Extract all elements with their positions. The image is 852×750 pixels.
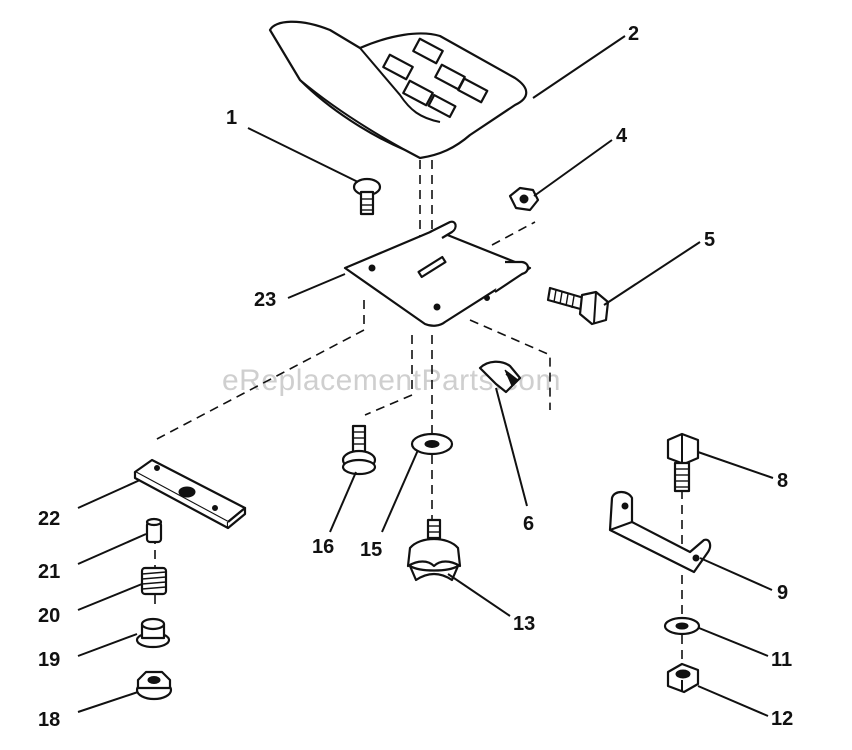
hex-bolt-part-8 bbox=[666, 432, 700, 493]
slide-rail-part-22 bbox=[133, 458, 247, 530]
callout-6: 6 bbox=[523, 513, 534, 535]
leader-lines bbox=[77, 35, 774, 717]
seat-plate-part-23 bbox=[343, 220, 532, 327]
callout-9: 9 bbox=[777, 582, 788, 604]
callout-20: 20 bbox=[38, 605, 60, 627]
clip-part-6 bbox=[478, 360, 522, 394]
carriage-bolt-part-1 bbox=[352, 177, 382, 216]
bushing-part-19 bbox=[135, 617, 171, 649]
washer-part-15 bbox=[410, 432, 454, 456]
callout-18: 18 bbox=[38, 709, 60, 731]
pin-part-21 bbox=[145, 517, 163, 544]
callout-4: 4 bbox=[616, 125, 628, 147]
callout-12: 12 bbox=[771, 708, 793, 730]
callout-2: 2 bbox=[628, 23, 639, 45]
assembly-dashed-lines bbox=[154, 160, 683, 665]
callout-23: 23 bbox=[254, 289, 276, 311]
callout-labels: 1 2 4 5 23 6 8 9 11 12 13 15 16 18 19 20… bbox=[38, 23, 793, 731]
spring-part-20 bbox=[140, 566, 168, 596]
callout-16: 16 bbox=[312, 536, 334, 558]
callout-11: 11 bbox=[771, 649, 792, 671]
washer-part-11 bbox=[663, 616, 701, 636]
callout-19: 19 bbox=[38, 649, 60, 671]
callout-21: 21 bbox=[38, 561, 60, 583]
locknut-part-12 bbox=[666, 662, 700, 694]
bracket-part-9 bbox=[608, 490, 712, 574]
callout-13: 13 bbox=[513, 613, 535, 635]
nut-part-4 bbox=[508, 186, 540, 212]
callout-8: 8 bbox=[777, 470, 788, 492]
nut-part-18 bbox=[135, 670, 173, 701]
seat-part bbox=[268, 20, 528, 160]
callout-5: 5 bbox=[704, 229, 715, 251]
callout-1: 1 bbox=[226, 107, 237, 129]
callout-22: 22 bbox=[38, 508, 60, 530]
knob-part-13 bbox=[406, 518, 462, 582]
callout-15: 15 bbox=[360, 539, 382, 561]
hex-bolt-part-5 bbox=[546, 286, 610, 326]
shoulder-bolt-part-16 bbox=[341, 424, 377, 476]
